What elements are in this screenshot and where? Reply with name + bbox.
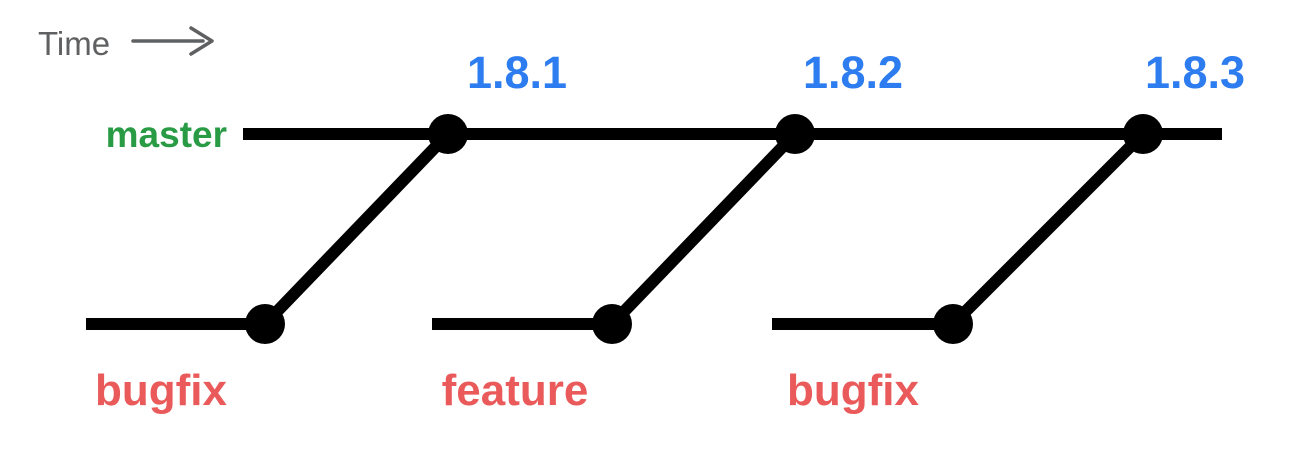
release-tag-1-8-3: 1.8.3	[1145, 47, 1245, 98]
release-tag-1-8-1: 1.8.1	[467, 47, 567, 98]
branch-label-feature: feature	[442, 366, 589, 415]
arrow-right-icon	[131, 26, 214, 56]
time-axis: Time	[38, 25, 214, 62]
merge-edge-feature	[607, 129, 800, 329]
branch-label-bugfix-2: bugfix	[787, 366, 920, 415]
commit-dot-feature	[592, 304, 632, 344]
time-label: Time	[38, 25, 110, 62]
master-branch-label: master	[106, 114, 227, 155]
branch-feature: feature	[432, 304, 632, 415]
branch-label-bugfix-1: bugfix	[95, 366, 228, 415]
branch-bugfix-2: bugfix	[772, 304, 973, 415]
commit-dot-release-2	[775, 114, 815, 154]
release-tag-1-8-2: 1.8.2	[803, 47, 903, 98]
branch-bugfix-1: bugfix	[86, 304, 285, 415]
commit-dot-release-1	[428, 114, 468, 154]
merge-edge-bugfix-2	[948, 129, 1148, 329]
commit-dot-bugfix-2	[933, 304, 973, 344]
master-branch: master 1.8.1 1.8.2 1.8.3	[106, 47, 1245, 155]
commit-dot-release-3	[1123, 114, 1163, 154]
merge-edges	[260, 129, 1148, 329]
commit-dot-bugfix-1	[245, 304, 285, 344]
merge-edge-bugfix-1	[260, 129, 453, 329]
